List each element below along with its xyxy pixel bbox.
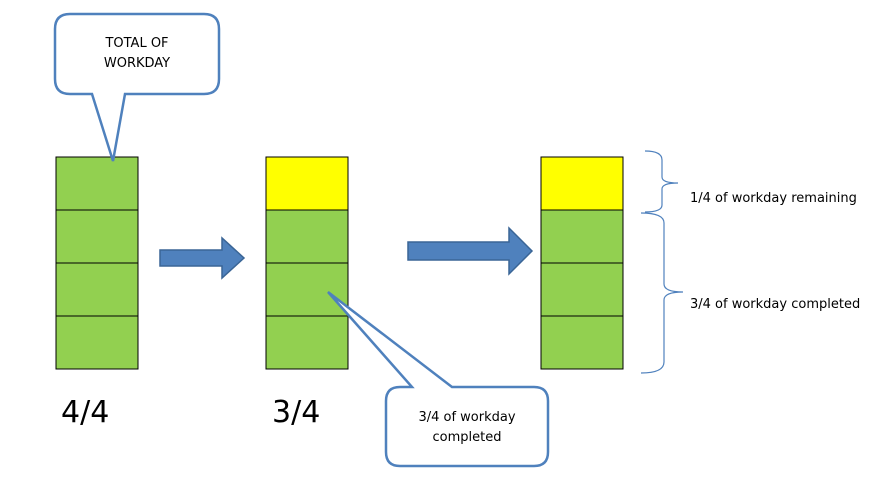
fraction-label-full: 4/4	[61, 395, 110, 430]
callout-completed-text: 3/4 of workday completed	[390, 408, 544, 448]
callout-total-line1: TOTAL OF	[105, 36, 169, 51]
callout-total-line2: WORKDAY	[103, 56, 171, 71]
stack3-segment-2	[540, 209, 624, 264]
stack2-segment-2	[265, 209, 349, 264]
callout-total-text: TOTAL OF WORKDAY	[60, 34, 214, 74]
arrow-right-icon	[407, 226, 534, 276]
stack-three-quarters	[265, 156, 349, 370]
fraction-label-three-quarters: 3/4	[272, 395, 321, 430]
stack3-segment-1	[540, 156, 624, 211]
completed-label: 3/4 of workday completed	[690, 297, 861, 312]
callout-total-of-workday	[53, 12, 221, 162]
callout-completed-line1: 3/4 of workday	[418, 410, 516, 425]
stack1-segment-4	[55, 315, 139, 370]
stack-full-workday	[55, 156, 139, 370]
stack1-segment-1	[55, 156, 139, 211]
brace-completed	[640, 212, 684, 374]
stack3-segment-4	[540, 315, 624, 370]
stack2-segment-1	[265, 156, 349, 211]
callout-workday-completed	[327, 291, 550, 468]
stack1-segment-3	[55, 262, 139, 317]
brace-remaining	[644, 150, 679, 213]
stack2-segment-3	[265, 262, 349, 317]
stack3-segment-3	[540, 262, 624, 317]
stack2-segment-4	[265, 315, 349, 370]
stack1-segment-2	[55, 209, 139, 264]
callout-completed-line2: completed	[432, 430, 502, 445]
stack-result	[540, 156, 624, 370]
arrow-right-icon	[159, 236, 246, 280]
remaining-label: 1/4 of workday remaining	[690, 191, 857, 206]
